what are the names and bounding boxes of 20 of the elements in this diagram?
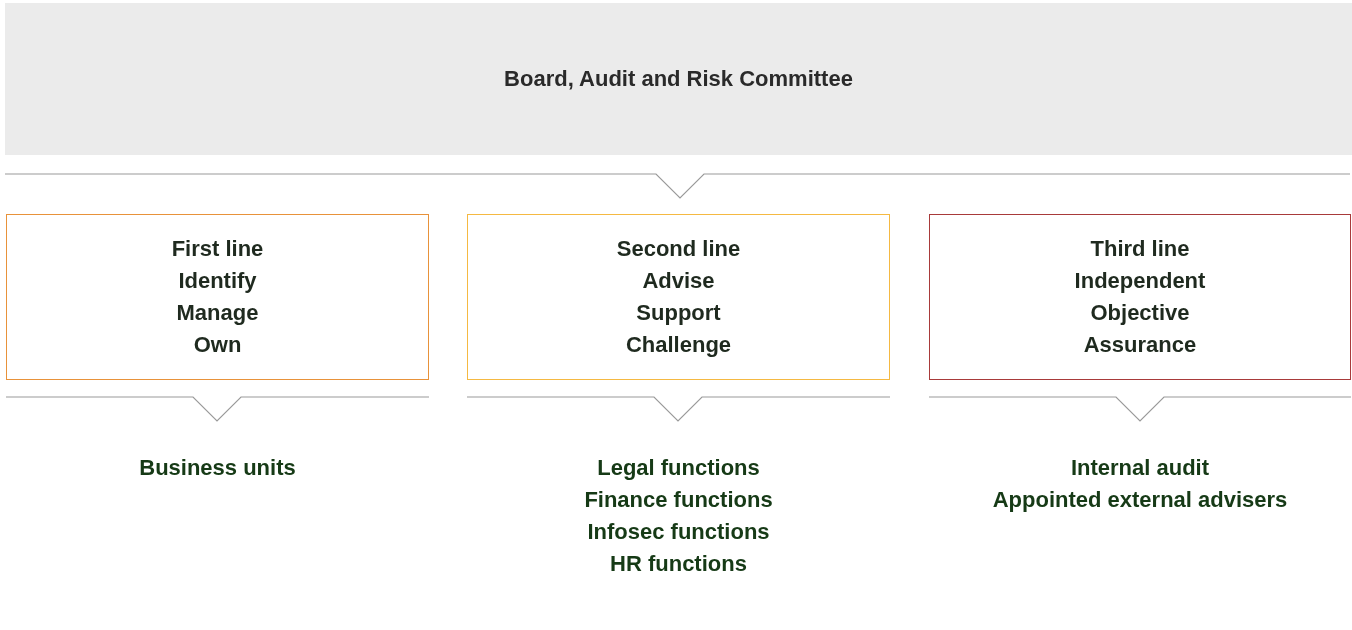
- role-text: Challenge: [625, 331, 732, 359]
- function-text: Business units: [139, 454, 296, 482]
- role-text: Identify: [178, 267, 257, 295]
- committee-title: Board, Audit and Risk Committee: [504, 65, 853, 93]
- role-text: Third line: [1090, 235, 1190, 263]
- role-text: Assurance: [1083, 331, 1197, 359]
- role-text: Second line: [616, 235, 741, 263]
- role-text: Support: [636, 299, 721, 327]
- role-text: Manage: [176, 299, 259, 327]
- function-text: HR functions: [610, 550, 747, 578]
- role-text: First line: [171, 235, 264, 263]
- role-text: Own: [193, 331, 242, 359]
- role-text: Objective: [1090, 299, 1190, 327]
- function-text: Internal audit: [1070, 454, 1210, 482]
- role-text: Independent: [1074, 267, 1206, 295]
- function-text: Infosec functions: [587, 518, 770, 546]
- function-text: Legal functions: [597, 454, 760, 482]
- function-text: Finance functions: [584, 486, 773, 514]
- role-text: Advise: [642, 267, 715, 295]
- function-text: Appointed external advisers: [992, 486, 1288, 514]
